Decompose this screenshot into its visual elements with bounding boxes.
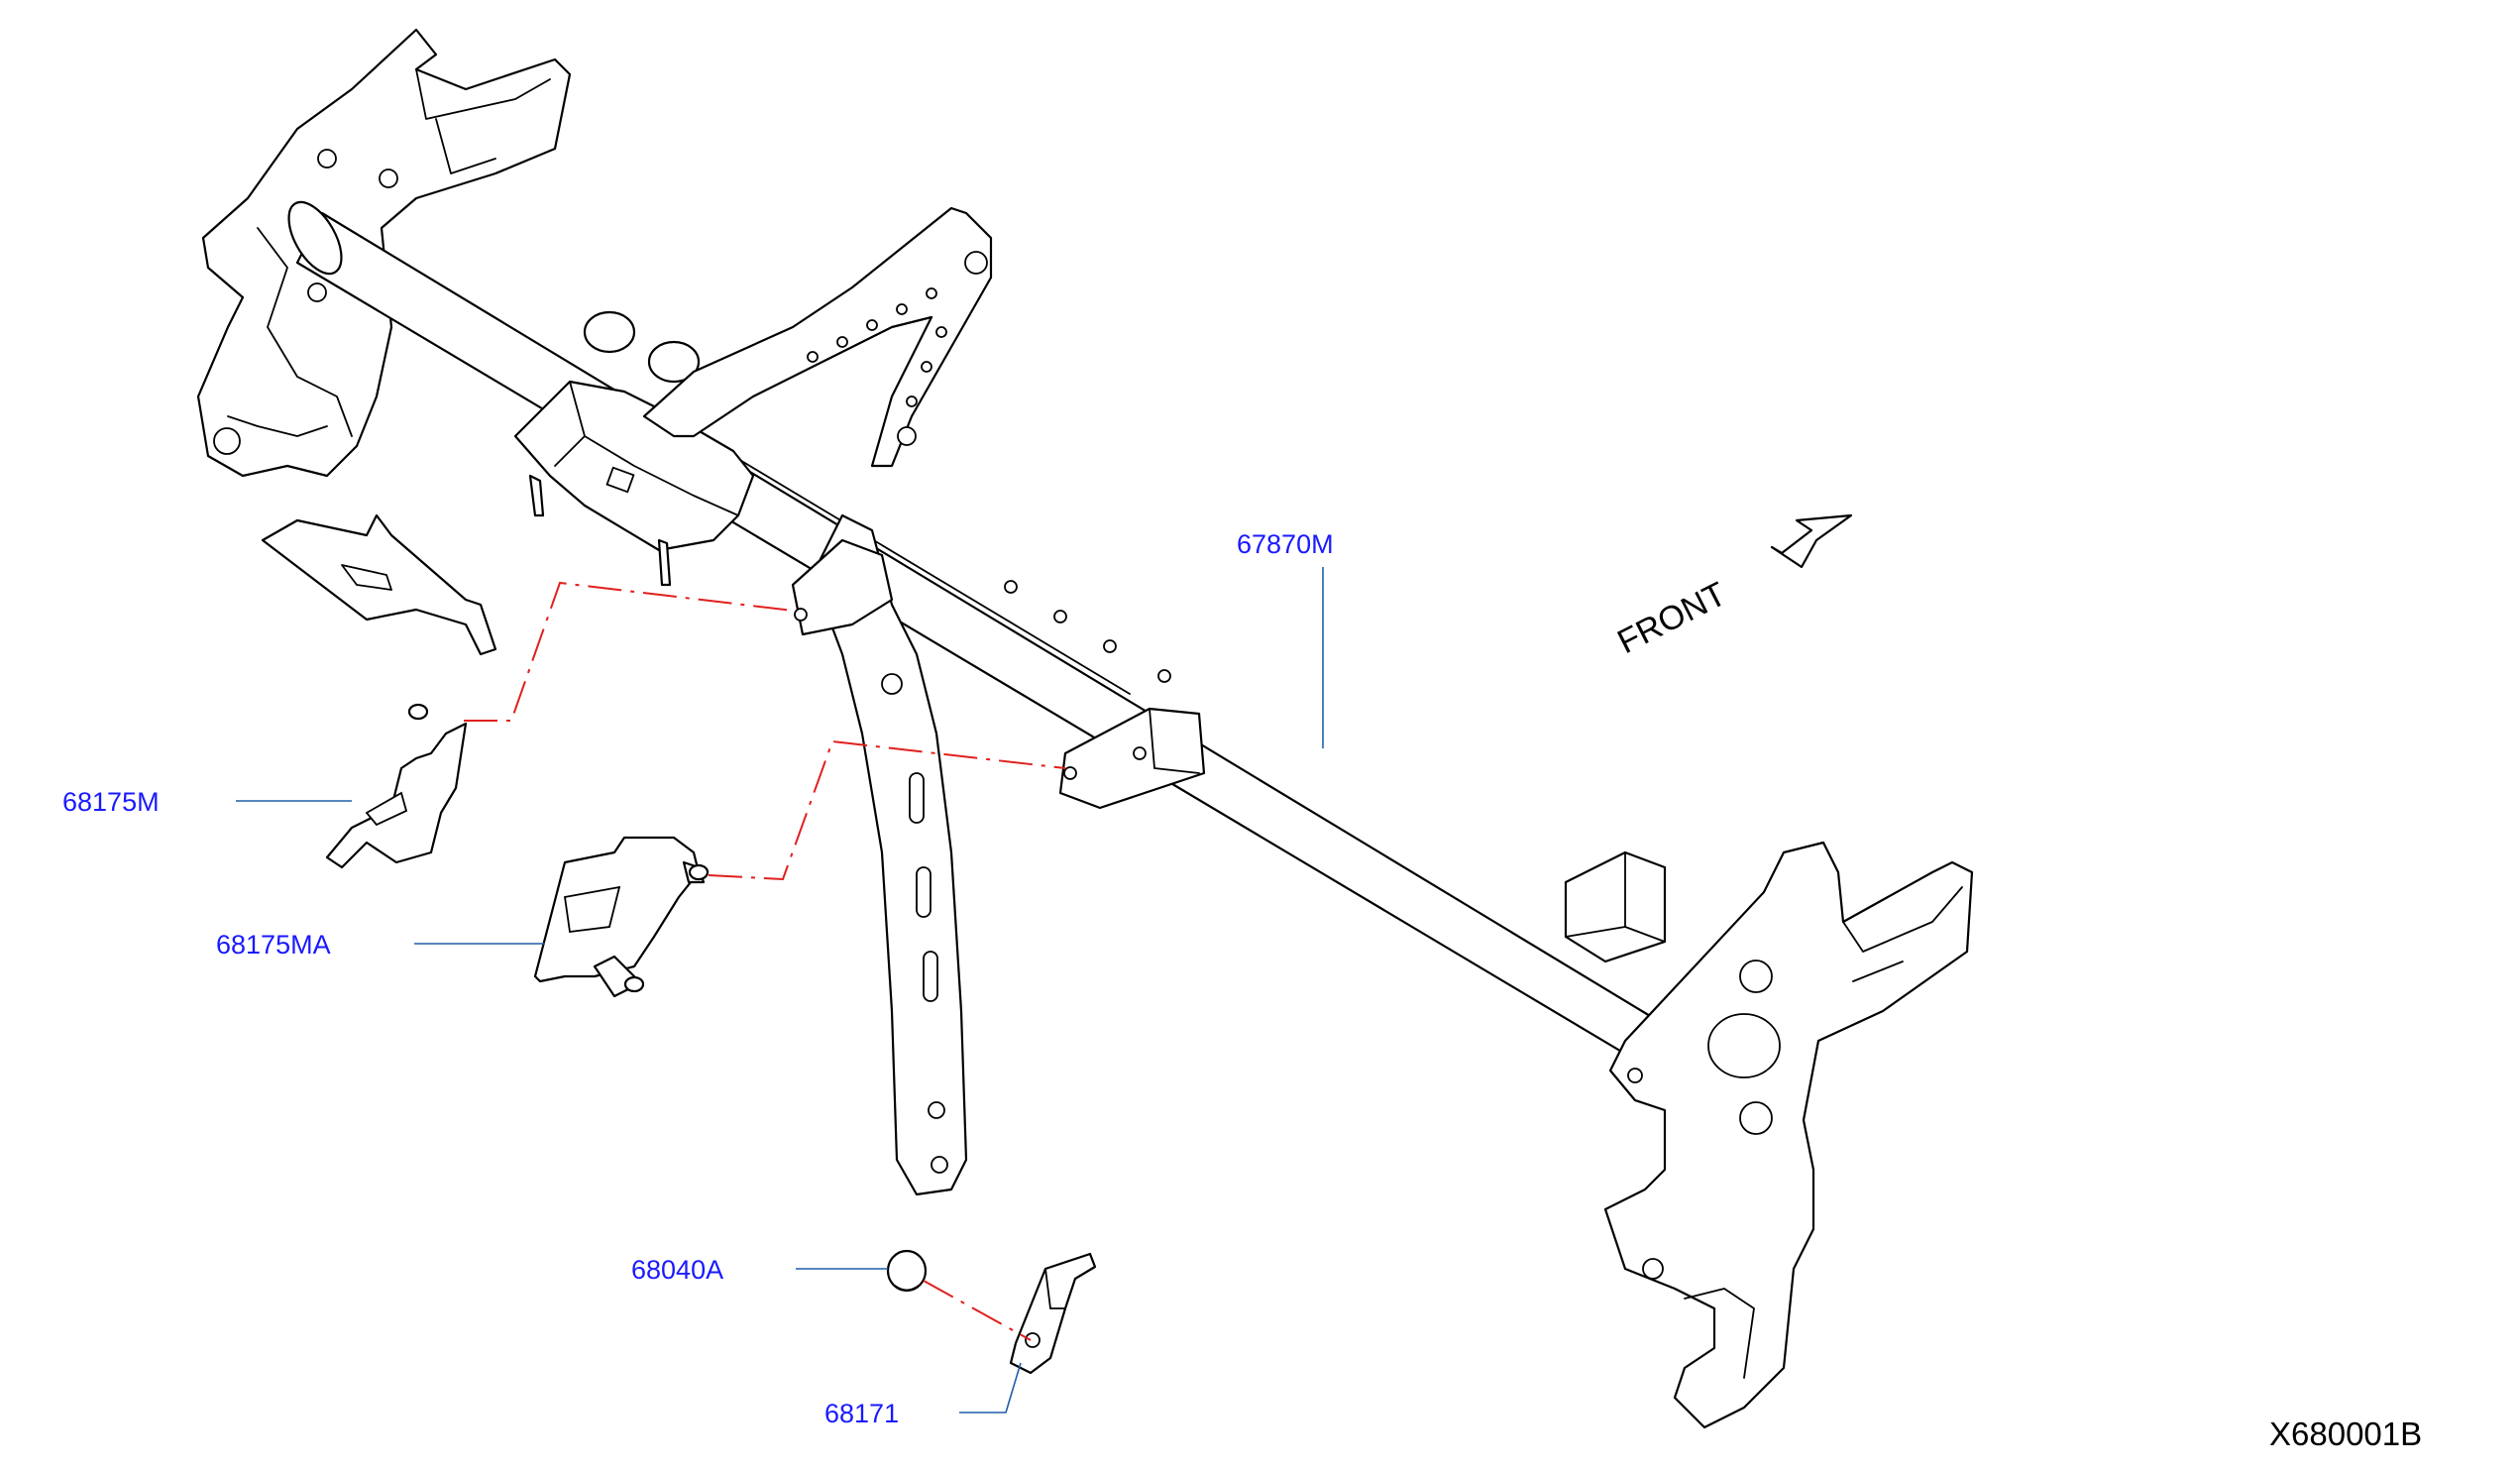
front-label: FRONT — [1611, 575, 1732, 661]
leader-lines — [236, 567, 1324, 1414]
center-upper-brace — [642, 206, 993, 468]
right-box-bracket — [1564, 850, 1667, 963]
label-67870m: 67870M — [1237, 529, 1334, 559]
alignment-lines — [464, 581, 1066, 1341]
leader-68171 — [959, 1362, 1022, 1414]
dash-panel-member-assembly — [196, 28, 1974, 1429]
label-68175ma: 68175MA — [216, 930, 331, 960]
bracket-68175ma — [533, 836, 710, 998]
bracket-68175m — [325, 703, 468, 869]
label-68175m: 68175M — [62, 787, 160, 817]
front-indicator: FRONT — [1611, 513, 1853, 661]
bracket-68171 — [1009, 1252, 1097, 1375]
right-end-bracket — [1603, 841, 1974, 1429]
front-arrow-icon — [1770, 513, 1853, 569]
label-68040a: 68040A — [631, 1255, 723, 1285]
clip-68040a — [886, 1249, 928, 1293]
diagram-code: X680001B — [2269, 1415, 2422, 1452]
label-68171: 68171 — [824, 1399, 899, 1428]
steering-support-bracket — [513, 310, 755, 587]
center-mounting-tab — [1058, 707, 1206, 810]
center-vertical-stay — [791, 513, 968, 1196]
